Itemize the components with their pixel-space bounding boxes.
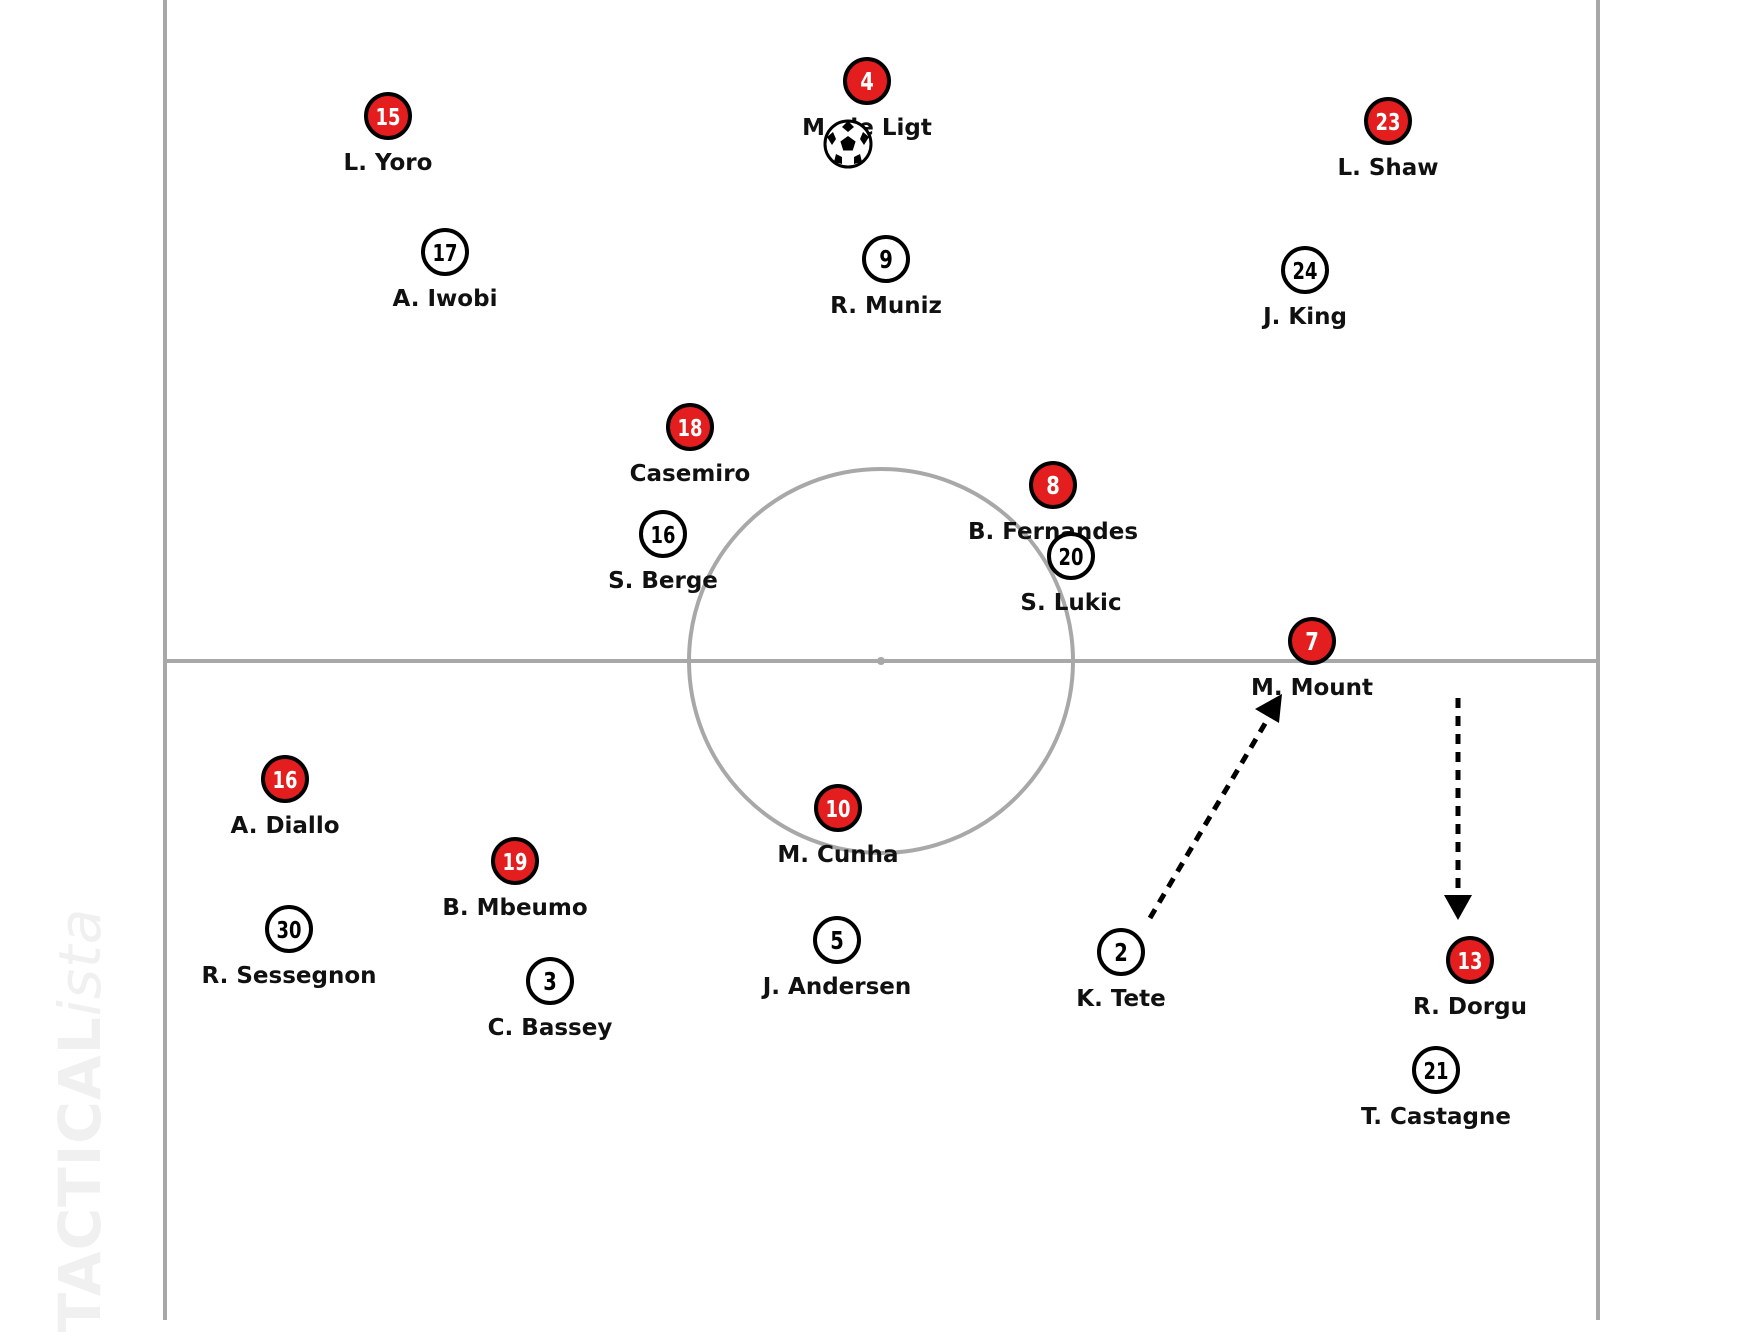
player-name: R. Muniz [830, 293, 942, 319]
pitch-lines [163, 0, 1600, 1320]
player-marker [1281, 246, 1329, 294]
player-home-7: 7 M. Mount [1251, 617, 1373, 701]
player-marker [526, 957, 574, 1005]
player-number: 4 [860, 68, 874, 97]
player-away-30: 30 R. Sessegnon [201, 905, 377, 989]
player-number: 21 [1424, 1058, 1449, 1085]
player-away-16: 16 S. Berge [608, 510, 718, 594]
player-home-23: 23 L. Shaw [1337, 97, 1439, 181]
player-away-5: 5 J. Andersen [761, 916, 912, 1000]
player-name: R. Dorgu [1413, 994, 1527, 1020]
player-number: 8 [1046, 472, 1060, 501]
movement-arrows [1147, 694, 1472, 920]
player-number: 9 [879, 246, 893, 275]
soccer-ball-icon [823, 119, 873, 169]
player-name: R. Sessegnon [201, 963, 376, 989]
player-marker [1364, 97, 1412, 145]
player-name: A. Diallo [230, 813, 339, 839]
player-number: 23 [1376, 109, 1401, 136]
player-number: 19 [503, 849, 528, 876]
dorgu-run-arrowhead [1444, 895, 1472, 920]
player-marker [1097, 928, 1145, 976]
player-name: Casemiro [630, 461, 751, 487]
player-number: 16 [651, 522, 676, 549]
player-marker [421, 228, 469, 276]
player-marker [261, 755, 309, 803]
player-number: 24 [1293, 258, 1318, 285]
player-marker [666, 403, 714, 451]
player-home-10: 10 M. Cunha [777, 784, 899, 868]
player-home-8: 8B. Fernandes [968, 461, 1138, 545]
player-number: 13 [1458, 948, 1483, 975]
player-number: 16 [273, 767, 298, 794]
player-marker [265, 905, 313, 953]
player-marker [491, 837, 539, 885]
player-away-24: 24 J. King [1261, 246, 1347, 330]
player-name: J. King [1261, 304, 1347, 330]
player-name: S. Berge [608, 568, 718, 594]
player-marker [813, 916, 861, 964]
player-marker [1288, 617, 1336, 665]
player-name: B. Mbeumo [442, 895, 587, 921]
player-number: 30 [277, 917, 302, 944]
center-spot [877, 657, 885, 665]
player-name: T. Castagne [1361, 1104, 1511, 1130]
player-marker [364, 92, 412, 140]
player-number: 10 [826, 796, 851, 823]
player-number: 3 [543, 968, 557, 997]
player-marker [1446, 936, 1494, 984]
player-away-17: 17 A. Iwobi [393, 228, 498, 312]
player-name: S. Lukic [1020, 590, 1121, 616]
player-marker [1029, 461, 1077, 509]
player-home-13: 13 R. Dorgu [1413, 936, 1527, 1020]
player-away-3: 3 C. Bassey [488, 957, 613, 1041]
player-away-9: 9 R. Muniz [830, 235, 942, 319]
center-circle [687, 467, 1075, 855]
tete-run-arrow [1147, 720, 1269, 920]
player-name: L. Shaw [1337, 155, 1438, 181]
player-number: 5 [830, 927, 844, 956]
player-number: 7 [1305, 628, 1319, 657]
player-name: M. Mount [1251, 675, 1373, 701]
player-marker [1047, 532, 1095, 580]
player-name: J. Andersen [761, 974, 912, 1000]
player-marker [639, 510, 687, 558]
player-home-15: 15 L. Yoro [344, 92, 433, 176]
player-away-20: 20 S. Lukic [1020, 532, 1122, 616]
player-number: 18 [678, 415, 703, 442]
player-marker [1412, 1046, 1460, 1094]
player-name: M. Cunha [777, 842, 898, 868]
player-number: 17 [433, 240, 458, 267]
player-home-16: 16 A. Diallo [230, 755, 340, 839]
player-home-19: 19 B. Mbeumo [442, 837, 588, 921]
tete-run-arrowhead [1255, 694, 1282, 723]
player-number: 20 [1059, 544, 1084, 571]
player-marker [843, 57, 891, 105]
player-number: 2 [1114, 939, 1128, 968]
player-marker [862, 235, 910, 283]
player-name: L. Yoro [344, 150, 433, 176]
player-away-21: 21 T. Castagne [1361, 1046, 1511, 1130]
player-away-2: 2 K. Tete [1076, 928, 1166, 1012]
player-name: K. Tete [1076, 986, 1165, 1012]
player-number: 15 [376, 104, 401, 131]
player-name: C. Bassey [488, 1015, 613, 1041]
player-marker [814, 784, 862, 832]
player-name: A. Iwobi [393, 286, 498, 312]
player-home-4: 4M. de Ligt [802, 57, 932, 141]
